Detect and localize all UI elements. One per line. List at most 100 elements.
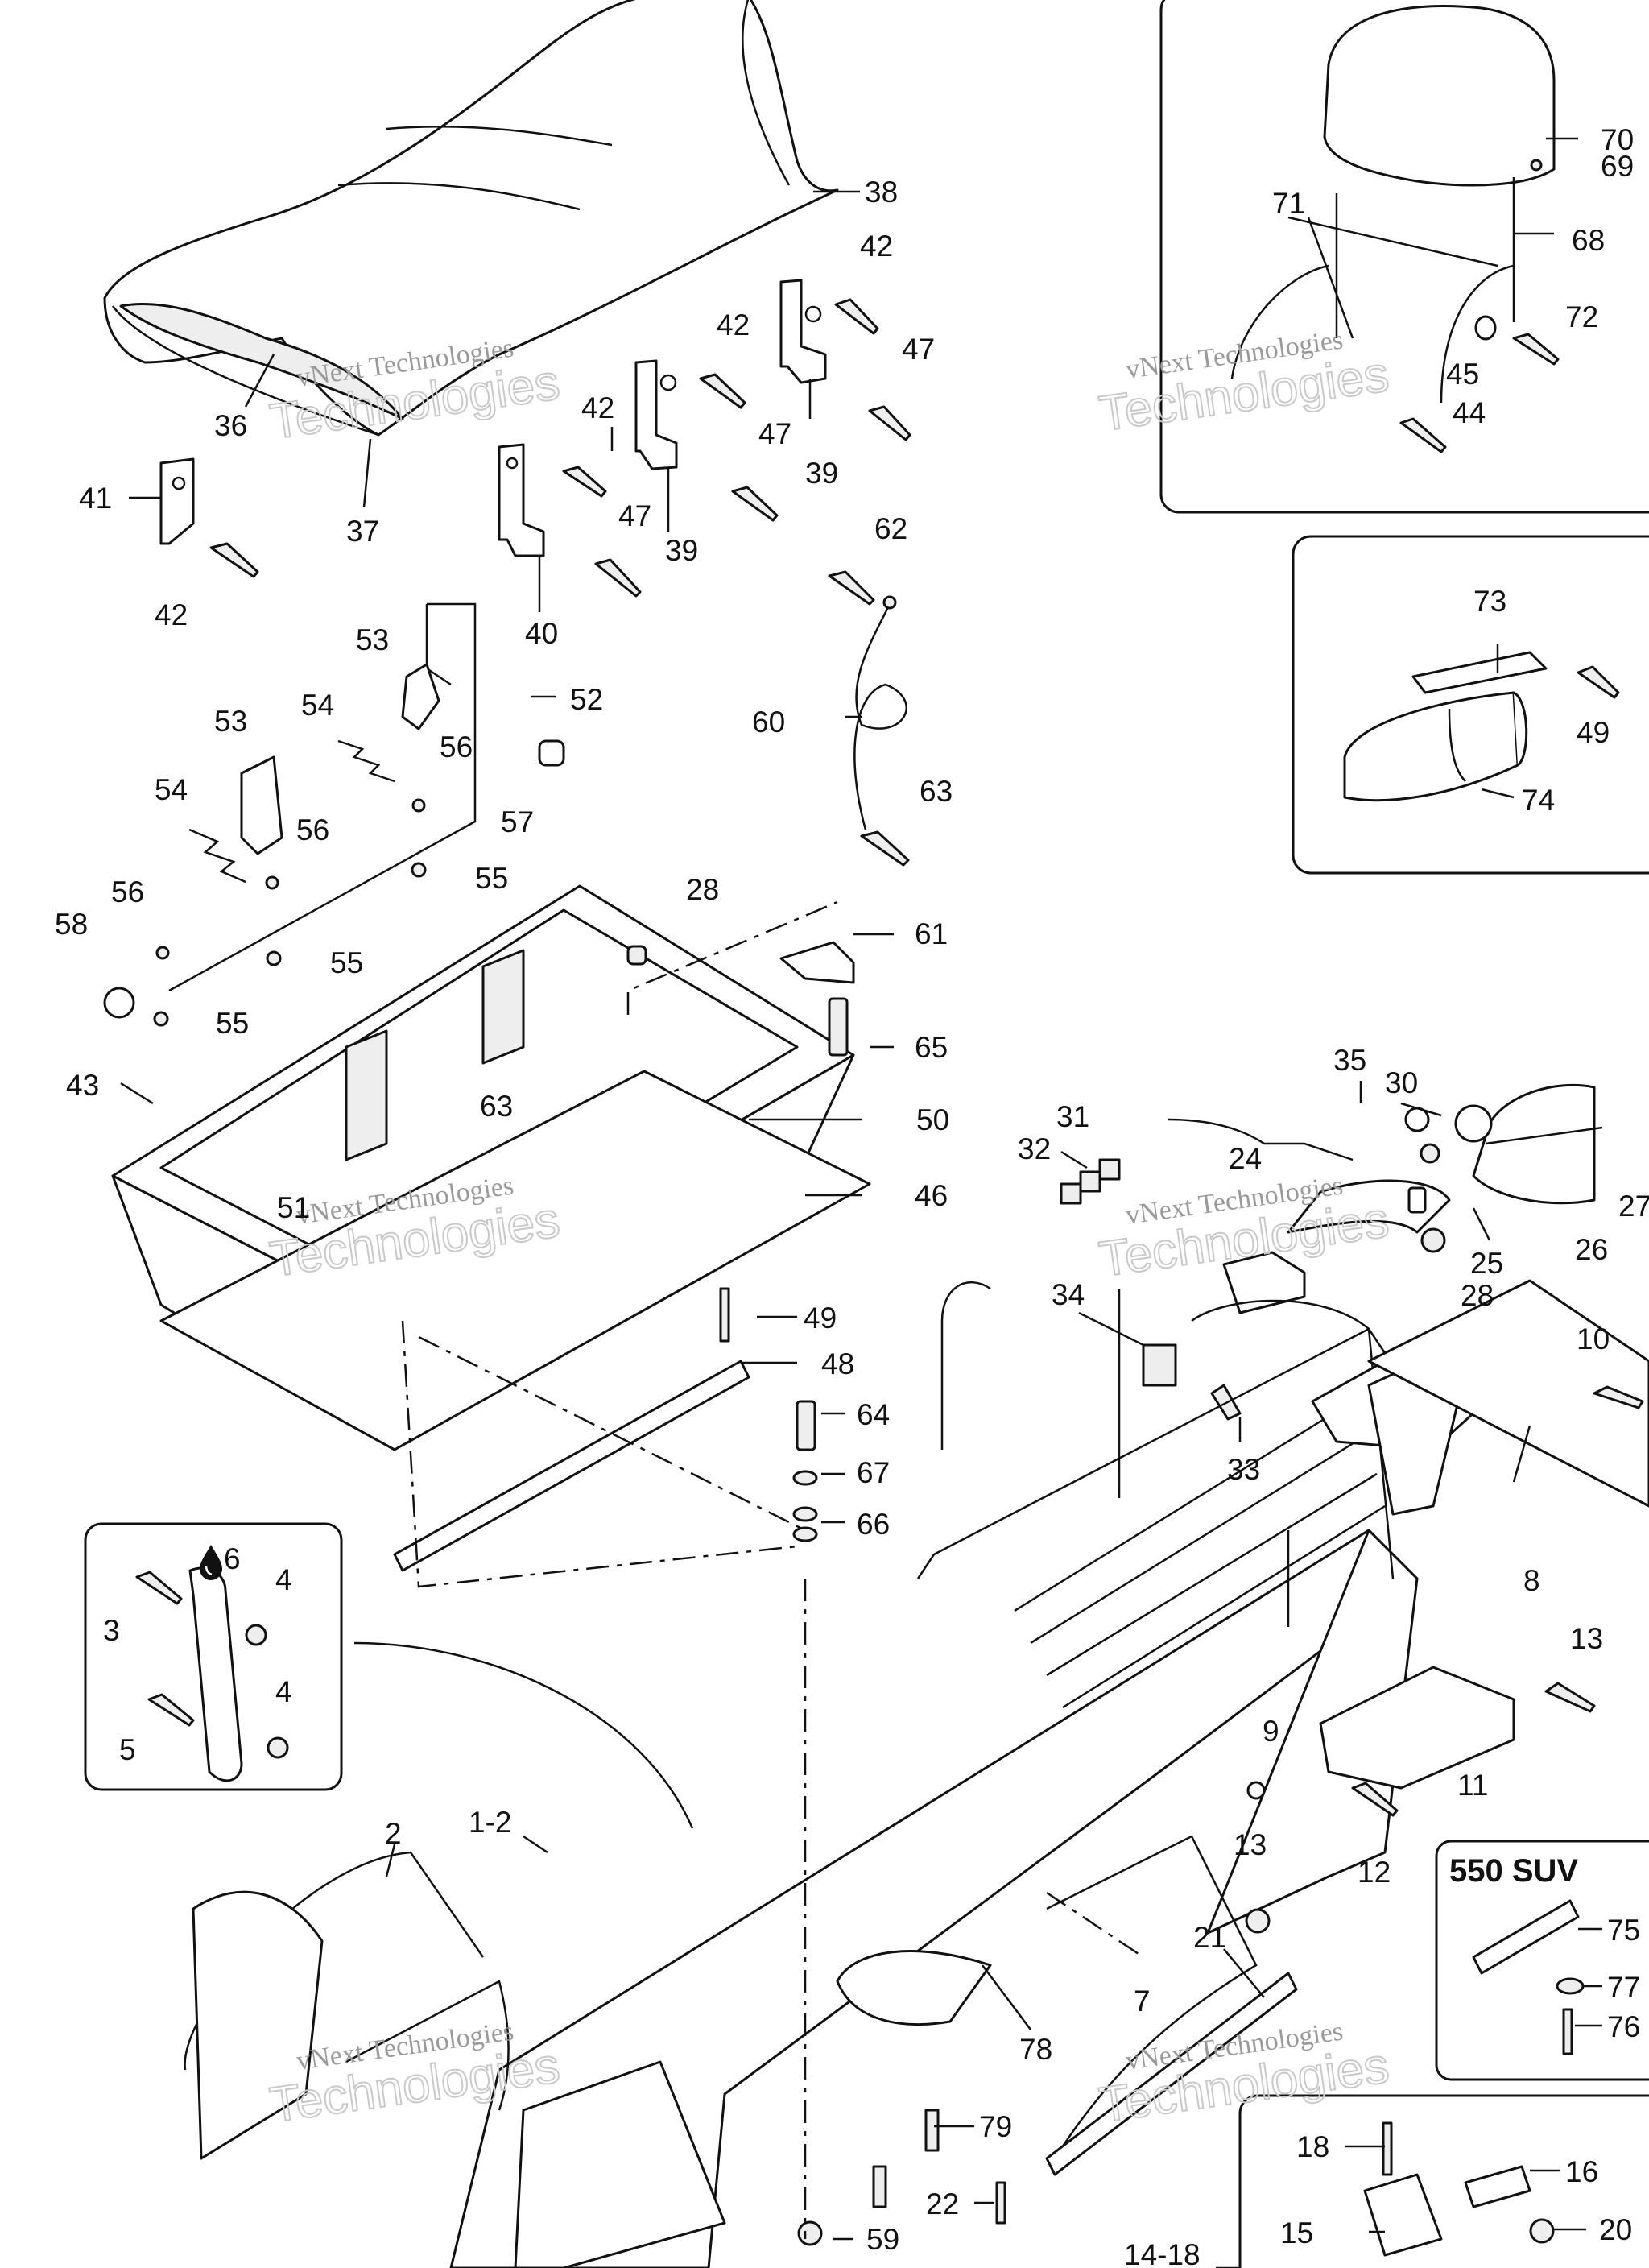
callout: 79 [979, 2110, 1012, 2143]
callout: 9 [1263, 1715, 1279, 1748]
callout: 16 [1565, 2155, 1598, 2188]
seat-brackets [159, 279, 827, 557]
callout: 5 [119, 1733, 136, 1766]
callout: 24 [1229, 1142, 1262, 1175]
callout: 75 [1607, 1914, 1640, 1947]
callout: 2 [385, 1817, 402, 1850]
callout-labels: 38 36 37 41 42 42 42 42 47 47 47 39 39 4… [55, 123, 1649, 2268]
callout: 69 [1601, 150, 1634, 183]
callout: 77 [1607, 1971, 1640, 2004]
callout: 56 [111, 875, 144, 908]
oil-drop-icon [200, 1545, 222, 1580]
callout: 51 [277, 1191, 310, 1224]
luggage-bag [1343, 651, 1620, 802]
callout: 63 [480, 1090, 513, 1123]
callout: 31 [1056, 1100, 1089, 1133]
callout: 78 [1019, 2033, 1052, 2066]
chassis-tunnel [184, 900, 1649, 2268]
callout: 36 [214, 409, 247, 442]
bracket-inset-parts [135, 1566, 289, 1782]
callout: 49 [1577, 716, 1610, 749]
callout: 21 [1193, 1921, 1226, 1954]
callout: 73 [1473, 585, 1506, 618]
callout: 34 [1052, 1278, 1085, 1311]
callout: 18 [1296, 2130, 1329, 2163]
callout: 43 [66, 1069, 99, 1102]
callout: 39 [805, 457, 838, 490]
callout: 76 [1607, 2010, 1640, 2043]
callout: 59 [866, 2223, 899, 2256]
callout: 12 [1358, 1856, 1391, 1889]
callout: 10 [1577, 1322, 1610, 1355]
callout: 71 [1272, 187, 1305, 220]
callout: 28 [686, 873, 719, 906]
callout: 70 [1601, 123, 1634, 156]
callout: 48 [821, 1347, 854, 1380]
callout: 63 [920, 775, 953, 808]
callout: 20 [1599, 2213, 1632, 2246]
callout: 62 [874, 512, 907, 545]
seat [103, 0, 839, 437]
callout: 49 [804, 1302, 837, 1335]
callout: 47 [758, 417, 791, 450]
callout: 72 [1565, 300, 1598, 333]
callout: 74 [1522, 784, 1555, 817]
callout: 8 [1523, 1564, 1540, 1597]
backrest [1230, 5, 1560, 453]
callout: 42 [155, 598, 188, 631]
callout: 55 [216, 1007, 249, 1040]
callout: 38 [865, 176, 898, 209]
callout: 54 [301, 689, 334, 722]
callout: 7 [1134, 1984, 1151, 2018]
callout: 37 [346, 515, 379, 548]
callout: 1-2 [469, 1806, 511, 1839]
callout: 15 [1280, 2216, 1313, 2249]
suv-inset-parts [1472, 1899, 1585, 2055]
callout: 4 [275, 1563, 292, 1596]
callout: 4 [275, 1675, 292, 1708]
callout: 6 [224, 1542, 241, 1575]
callout: 60 [752, 706, 785, 739]
callout: 41 [79, 482, 112, 515]
callout: 56 [440, 730, 473, 764]
callout: 57 [501, 805, 534, 838]
box-hardware [719, 941, 855, 1542]
callout: 53 [356, 623, 389, 656]
callout: 46 [915, 1179, 948, 1212]
callout: 52 [570, 683, 603, 716]
callout: 47 [902, 333, 935, 366]
callout: 56 [296, 813, 329, 846]
callout: 58 [55, 908, 88, 941]
callout: 22 [926, 2187, 959, 2220]
callout: 27 [1618, 1190, 1649, 1223]
tail-light-assembly [1060, 1083, 1603, 1421]
oil-drop-highlight [205, 1565, 213, 1576]
callout: 33 [1227, 1453, 1260, 1486]
fasteners-upper [209, 298, 911, 598]
callout: 42 [860, 230, 893, 263]
callout: 30 [1385, 1066, 1418, 1099]
callout: 55 [475, 862, 508, 895]
callout: 11 [1457, 1769, 1488, 1802]
callout: 55 [330, 946, 363, 979]
callout: 3 [103, 1614, 120, 1647]
callout: 13 [1570, 1622, 1603, 1655]
callout: 32 [1018, 1132, 1051, 1165]
callout: 14-18 [1124, 2238, 1201, 2268]
callout: 61 [915, 917, 948, 950]
latch-assembly [103, 570, 910, 1190]
inset-550-suv [1435, 1840, 1649, 2081]
callout: 53 [214, 705, 247, 738]
callout: 45 [1446, 358, 1479, 391]
callout: 39 [665, 534, 698, 567]
callout: 44 [1453, 396, 1486, 429]
callout: 64 [857, 1398, 890, 1431]
leader-lines [120, 137, 1602, 2268]
callout: 47 [618, 499, 651, 532]
callout: 40 [525, 617, 558, 650]
watermark: Technologies vNext Technologies Technolo… [266, 325, 1393, 2133]
inset-title-550-suv: 550 SUV [1449, 1853, 1578, 1889]
callout: 65 [915, 1031, 948, 1064]
callout: 26 [1575, 1233, 1608, 1266]
